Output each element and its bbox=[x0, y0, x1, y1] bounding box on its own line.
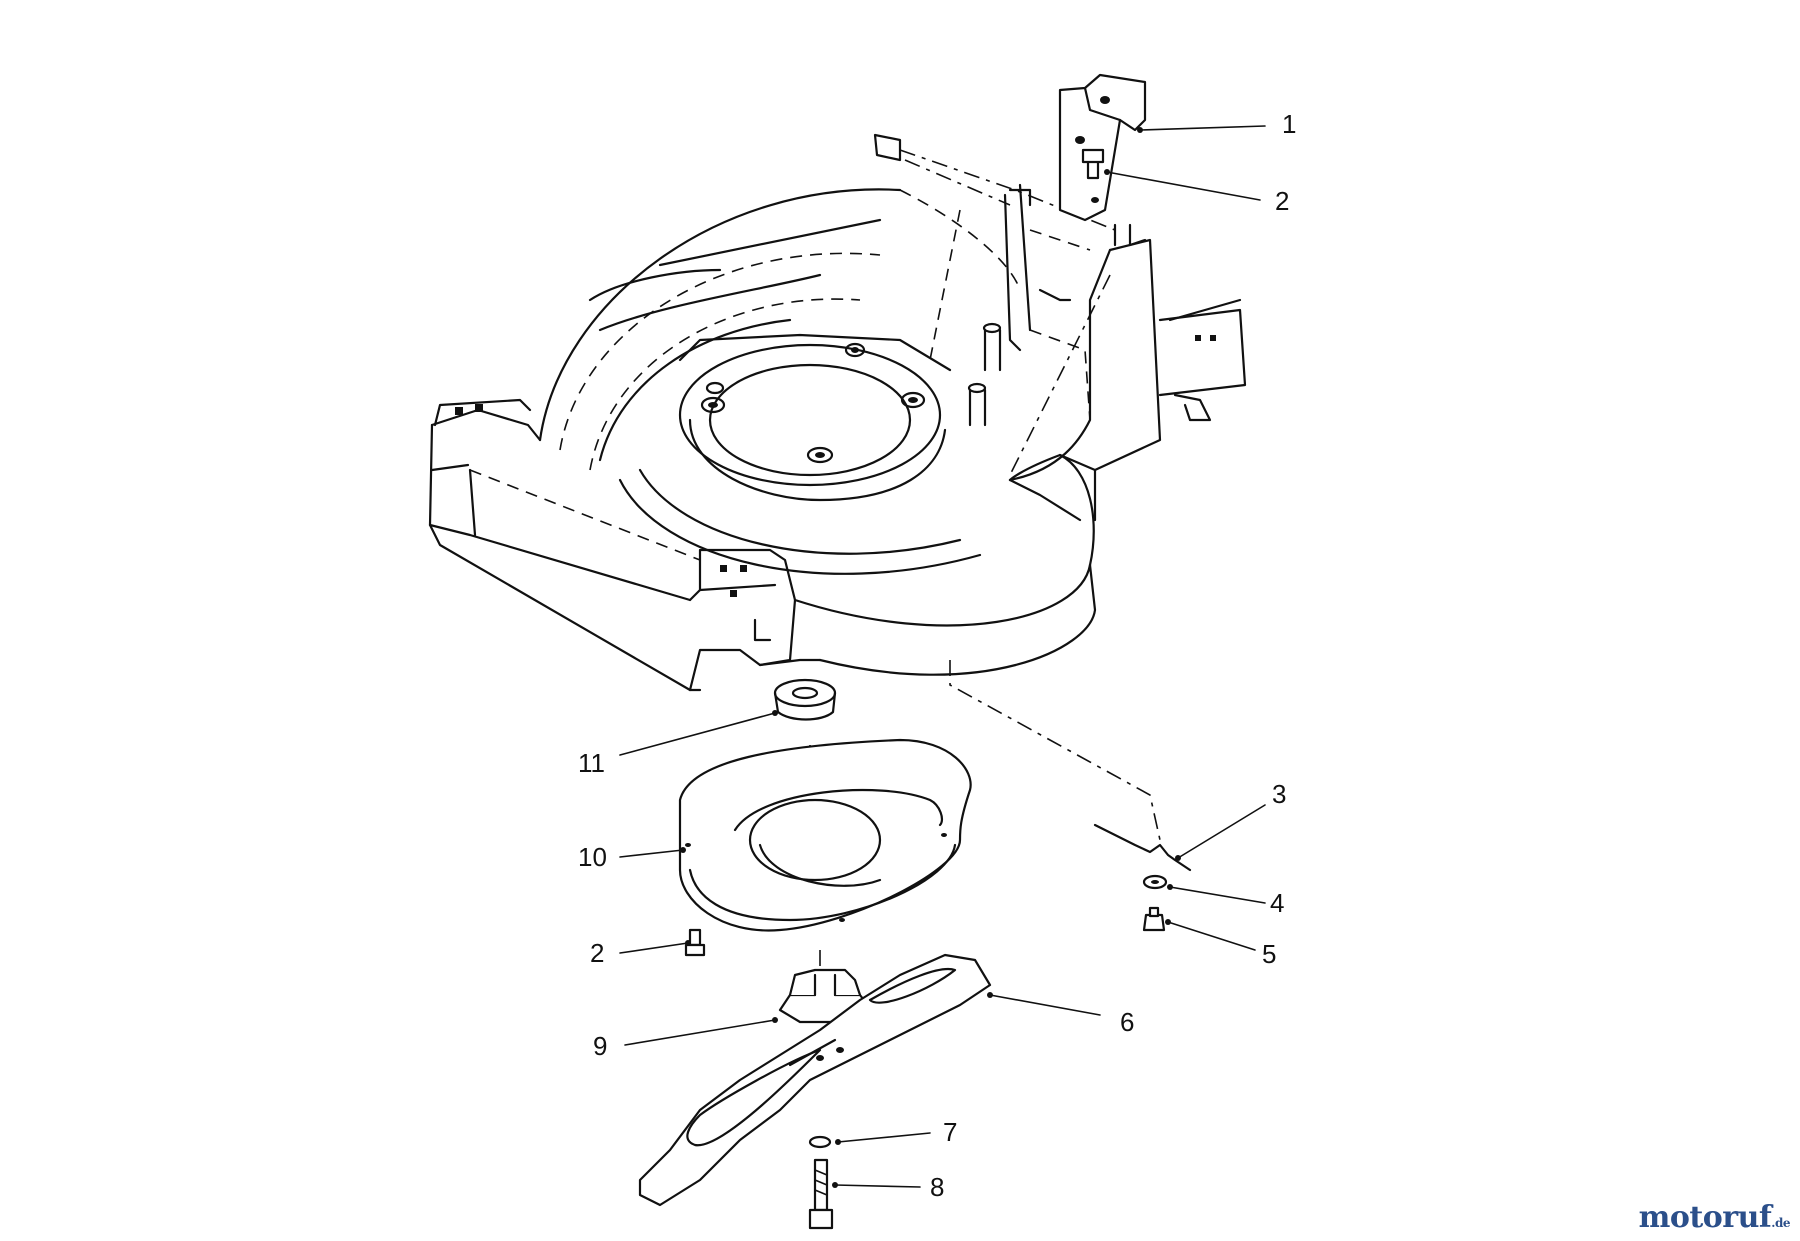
bolt-part-lower bbox=[684, 928, 706, 957]
leader-lines bbox=[619, 125, 1266, 1188]
blade-bolt-part bbox=[808, 1158, 834, 1230]
brand-name: motoruf bbox=[1638, 1200, 1772, 1235]
callout-7: 7 bbox=[943, 1117, 957, 1147]
lock-washer-part bbox=[808, 1135, 832, 1149]
callout-2-top: 2 bbox=[1275, 186, 1289, 216]
callout-labels: 1 2 3 4 5 6 7 8 9 2 10 11 bbox=[578, 109, 1296, 1202]
callout-3: 3 bbox=[1272, 779, 1286, 809]
brand-watermark: motoruf.de bbox=[1638, 1200, 1791, 1235]
callout-2-lower: 2 bbox=[590, 938, 604, 968]
bracket-part bbox=[1058, 73, 1147, 222]
baffle-part bbox=[678, 738, 972, 932]
mower-deck-housing bbox=[428, 133, 1247, 692]
spring-wire-part bbox=[1093, 823, 1192, 872]
washer-part bbox=[1142, 874, 1168, 890]
callout-4: 4 bbox=[1270, 888, 1284, 918]
callout-1: 1 bbox=[1282, 109, 1296, 139]
callout-10: 10 bbox=[578, 842, 607, 872]
callout-11: 11 bbox=[578, 748, 605, 778]
axis-to-spring bbox=[949, 660, 1161, 841]
callout-5: 5 bbox=[1262, 939, 1276, 969]
callout-8: 8 bbox=[930, 1172, 944, 1202]
bolt-part-top bbox=[1081, 148, 1105, 180]
blade-part bbox=[638, 953, 992, 1207]
nut-part bbox=[1142, 906, 1166, 932]
callout-6: 6 bbox=[1120, 1007, 1134, 1037]
spacer-part bbox=[773, 678, 837, 721]
brand-tld: .de bbox=[1771, 1216, 1790, 1230]
callout-9: 9 bbox=[593, 1031, 607, 1061]
